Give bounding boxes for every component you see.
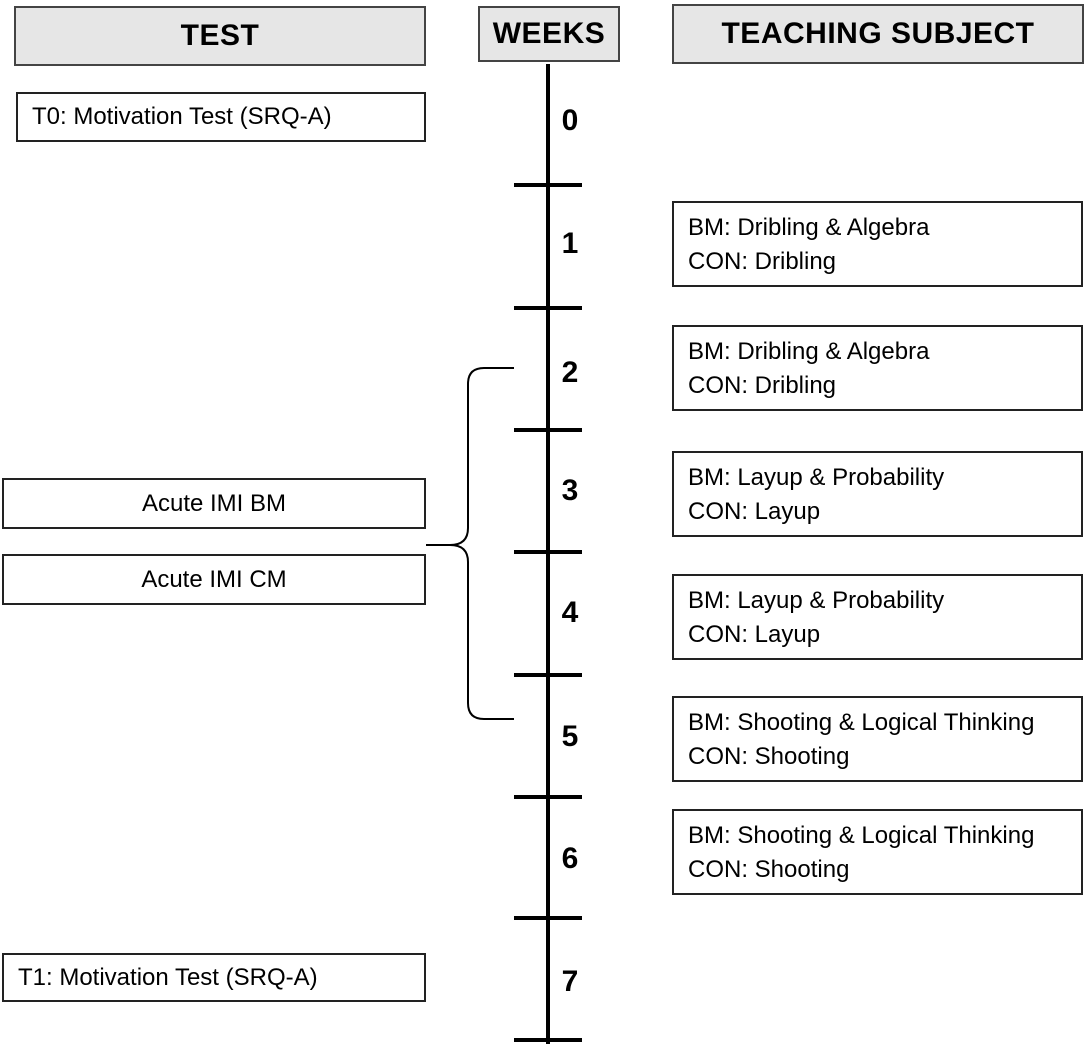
subject-bm-text: BM: Shooting & Logical Thinking [688,822,1035,849]
acute-imi-cm-box: Acute IMI CM [2,554,426,605]
subject-box-week-3: BM: Layup & Probability CON: Layup [672,451,1083,537]
week-number: 7 [561,965,579,998]
subject-con-text: CON: Shooting [688,743,850,770]
subject-con-text: CON: Dribling [688,248,837,275]
curly-brace [426,367,514,720]
subject-bm-text: BM: Dribling & Algebra [688,338,930,365]
subject-box-week-1: BM: Dribling & Algebra CON: Dribling [672,201,1083,287]
subject-bm-text: BM: Dribling & Algebra [688,214,930,241]
subject-box-week-4: BM: Layup & Probability CON: Layup [672,574,1083,660]
week-number: 5 [561,720,579,753]
subject-con-text: CON: Dribling [688,372,837,399]
subject-box-week-2: BM: Dribling & Algebra CON: Dribling [672,325,1083,411]
week-number: 0 [561,104,579,137]
subject-con-text: CON: Layup [688,621,821,648]
subject-bm-text: BM: Layup & Probability [688,464,945,491]
subject-box-week-6: BM: Shooting & Logical Thinking CON: Sho… [672,809,1083,895]
header-test: TEST [14,6,426,66]
subject-con-text: CON: Shooting [688,856,850,883]
subject-bm-text: BM: Layup & Probability [688,587,945,614]
header-weeks: WEEKS [478,6,620,62]
subject-box-week-5: BM: Shooting & Logical Thinking CON: Sho… [672,696,1083,782]
week-number: 2 [561,356,579,389]
week-number: 3 [561,474,579,507]
subject-con-text: CON: Layup [688,498,821,525]
week-number: 4 [561,596,579,629]
t0-test-box: T0: Motivation Test (SRQ-A) [16,92,426,142]
week-number: 6 [561,842,579,875]
week-number: 1 [561,227,579,260]
subject-bm-text: BM: Shooting & Logical Thinking [688,709,1035,736]
t1-test-box: T1: Motivation Test (SRQ-A) [2,953,426,1002]
header-teaching-subject: TEACHING SUBJECT [672,4,1084,64]
acute-imi-bm-box: Acute IMI BM [2,478,426,529]
